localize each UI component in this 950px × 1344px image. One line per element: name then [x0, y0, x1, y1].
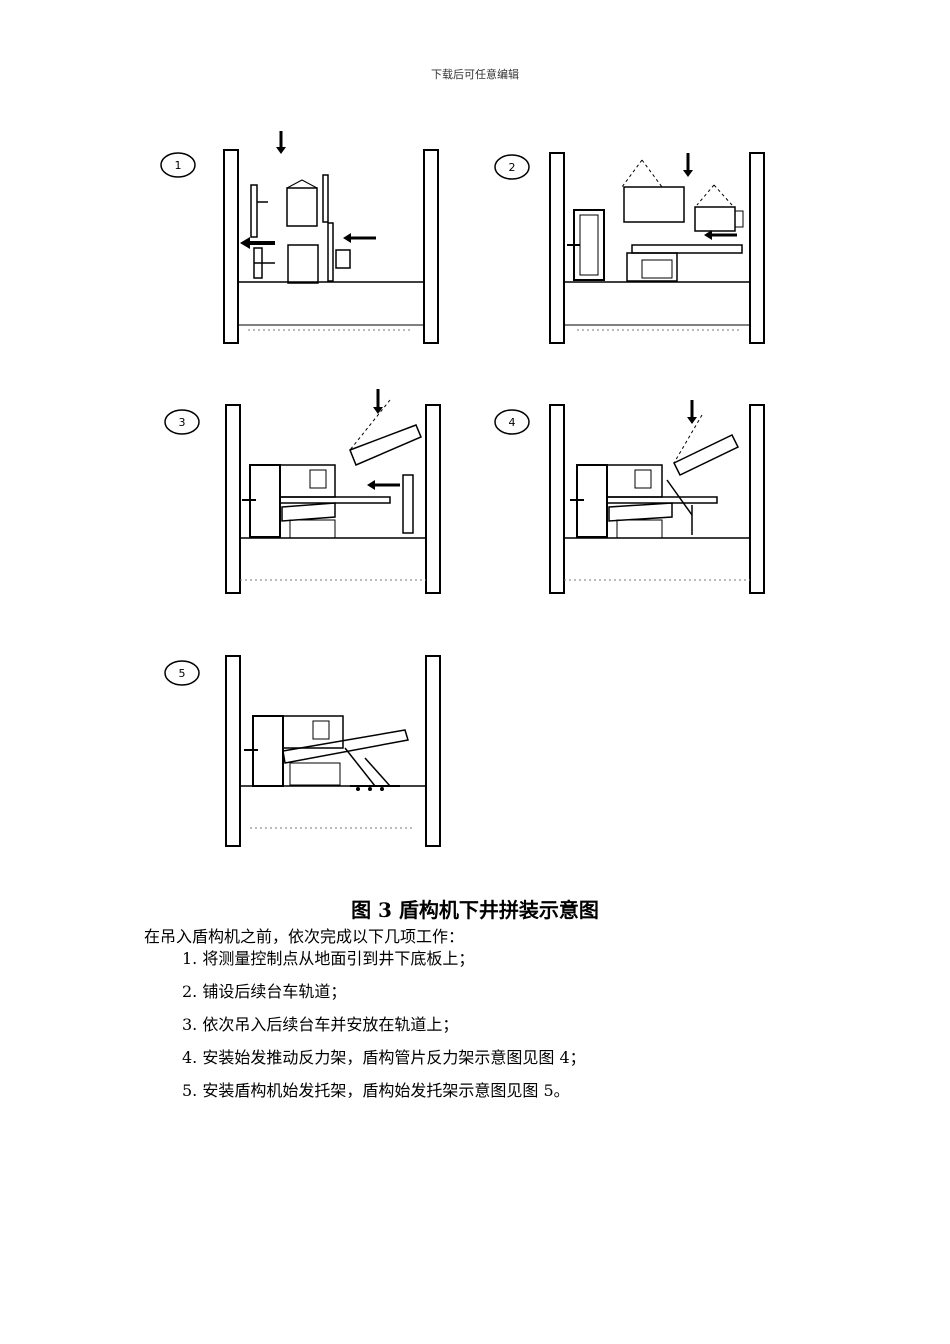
shaft-diagram-4: 4	[494, 400, 765, 594]
shaft-diagram-5: 5	[164, 655, 441, 847]
figure-panel-3: 3	[160, 389, 441, 595]
figure-panel-5: 5	[160, 648, 441, 848]
step-number: 4	[509, 416, 516, 429]
task-list: 1. 将测量控制点从地面引到井下底板上； 2. 铺设后续台车轨道； 3. 依次吊…	[182, 948, 586, 1113]
figure-panel-2: 2	[492, 145, 772, 345]
list-item: 2. 铺设后续台车轨道；	[182, 982, 347, 1001]
intro-paragraph: 在吊入盾构机之前，依次完成以下几项工作：	[144, 927, 465, 946]
step-number: 3	[179, 416, 186, 429]
header-note: 下载后可任意编辑	[431, 68, 519, 81]
shaft-diagram-2: 2	[494, 152, 765, 344]
step-number: 1	[175, 159, 182, 172]
list-item: 5. 安装盾构机始发托架，盾构始发托架示意图见图 5。	[182, 1081, 570, 1100]
step-circle	[494, 154, 530, 180]
step-circle	[164, 409, 200, 435]
step-number: 5	[179, 667, 186, 680]
list-item: 1. 将测量控制点从地面引到井下底板上；	[182, 949, 475, 968]
list-item: 4. 安装始发推动反力架，盾构管片反力架示意图见图 4；	[182, 1048, 586, 1067]
figure-caption: 图 3 盾构机下井拼装示意图	[351, 898, 599, 922]
list-item: 3. 依次吊入后续台车并安放在轨道上；	[182, 1015, 459, 1034]
step-circle	[160, 152, 196, 178]
step-circle	[164, 660, 200, 686]
shaft-diagram-1: 1	[160, 131, 439, 344]
shaft-diagram-3: 3	[164, 389, 441, 594]
step-number: 2	[509, 161, 516, 174]
figure-panel-1: 1	[158, 131, 439, 345]
step-circle	[494, 409, 530, 435]
figure-panel-4: 4	[492, 395, 772, 595]
